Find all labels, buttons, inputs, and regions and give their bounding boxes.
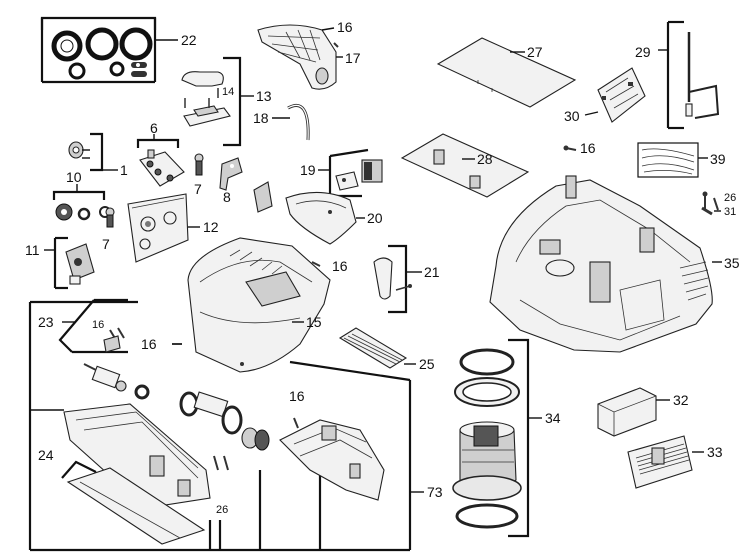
callout-26-right: 26 <box>724 192 736 204</box>
part-23-pump-group <box>28 298 424 552</box>
part-side-bracket <box>253 181 273 213</box>
part-33-grille <box>627 435 704 489</box>
callout-16-left: 16 <box>92 319 104 331</box>
part-32-foam-block <box>597 387 670 437</box>
part-1-knob <box>68 132 118 172</box>
part-29-bracket-group <box>658 20 720 130</box>
callout-11: 11 <box>25 242 40 258</box>
callout-7-upper: 7 <box>194 181 202 197</box>
part-10-knob-set <box>52 184 111 221</box>
callout-31: 31 <box>724 206 736 218</box>
part-73-pump-shaft <box>179 391 299 471</box>
callout-26-bottom: 26 <box>216 504 228 516</box>
part-18-hose <box>272 104 310 141</box>
callout-16-lower: 16 <box>289 388 305 404</box>
callout-22: 22 <box>181 32 197 48</box>
callout-73: 73 <box>427 484 443 500</box>
callout-30: 30 <box>564 108 580 124</box>
callout-8: 8 <box>223 189 231 205</box>
part-26-31-screws <box>701 191 721 216</box>
callout-13: 13 <box>256 88 272 104</box>
part-12-control-panel <box>127 193 200 263</box>
callout-20: 20 <box>367 210 383 226</box>
callout-10: 10 <box>66 169 82 185</box>
part-24-drain-tray <box>61 403 211 545</box>
callout-15: 15 <box>306 314 322 330</box>
part-11-socket-group <box>44 236 95 290</box>
part-27-filter-pad <box>436 37 577 108</box>
callout-16-top: 16 <box>337 19 353 35</box>
callout-23: 23 <box>38 314 54 330</box>
callout-25: 25 <box>419 356 435 372</box>
part-30-circuit-board <box>584 67 646 123</box>
part-20-inner-cover <box>285 191 365 245</box>
callout-24: 24 <box>38 447 54 463</box>
callout-7-lower: 7 <box>102 236 110 252</box>
part-23-pump-parts <box>83 327 150 400</box>
part-21-latch-group <box>373 244 422 314</box>
callout-28: 28 <box>477 151 493 167</box>
part-22-seal-rings <box>40 16 178 84</box>
callout-21: 21 <box>424 264 440 280</box>
callout-14: 14 <box>222 86 234 98</box>
callout-12: 12 <box>203 219 219 235</box>
callout-labels: 22 16 17 27 29 14 13 30 18 6 16 28 39 1 … <box>25 19 740 516</box>
callout-6: 6 <box>150 120 158 136</box>
callout-33: 33 <box>707 444 723 460</box>
callout-1: 1 <box>120 162 128 178</box>
callout-35: 35 <box>724 255 740 271</box>
part-13-handle <box>181 56 254 147</box>
part-6-valve-assembly <box>136 134 185 187</box>
part-39-wiring <box>637 142 708 178</box>
callout-16-mid: 16 <box>332 258 348 274</box>
callout-34: 34 <box>545 410 561 426</box>
callout-29: 29 <box>635 44 651 60</box>
part-34-motor <box>452 338 542 538</box>
part-73-pump-cover <box>279 419 385 501</box>
callout-16-center: 16 <box>141 336 157 352</box>
callout-19: 19 <box>300 162 316 178</box>
part-35-main-housing <box>489 175 722 353</box>
part-7-screw-lower <box>105 207 115 228</box>
part-28-panel <box>400 133 530 198</box>
callout-27: 27 <box>527 44 543 60</box>
part-25-filter <box>338 327 416 369</box>
part-8-clip <box>219 157 243 191</box>
part-17-top-cover <box>257 24 343 90</box>
callout-16-right: 16 <box>580 140 596 156</box>
callout-32: 32 <box>673 392 689 408</box>
part-19-switch-group <box>318 148 383 198</box>
part-7-screw-upper <box>194 153 204 176</box>
callout-17: 17 <box>345 50 361 66</box>
part-15-base-housing <box>187 237 331 373</box>
callout-39: 39 <box>710 151 726 167</box>
callout-18: 18 <box>253 110 269 126</box>
part-16-screw <box>563 145 577 151</box>
